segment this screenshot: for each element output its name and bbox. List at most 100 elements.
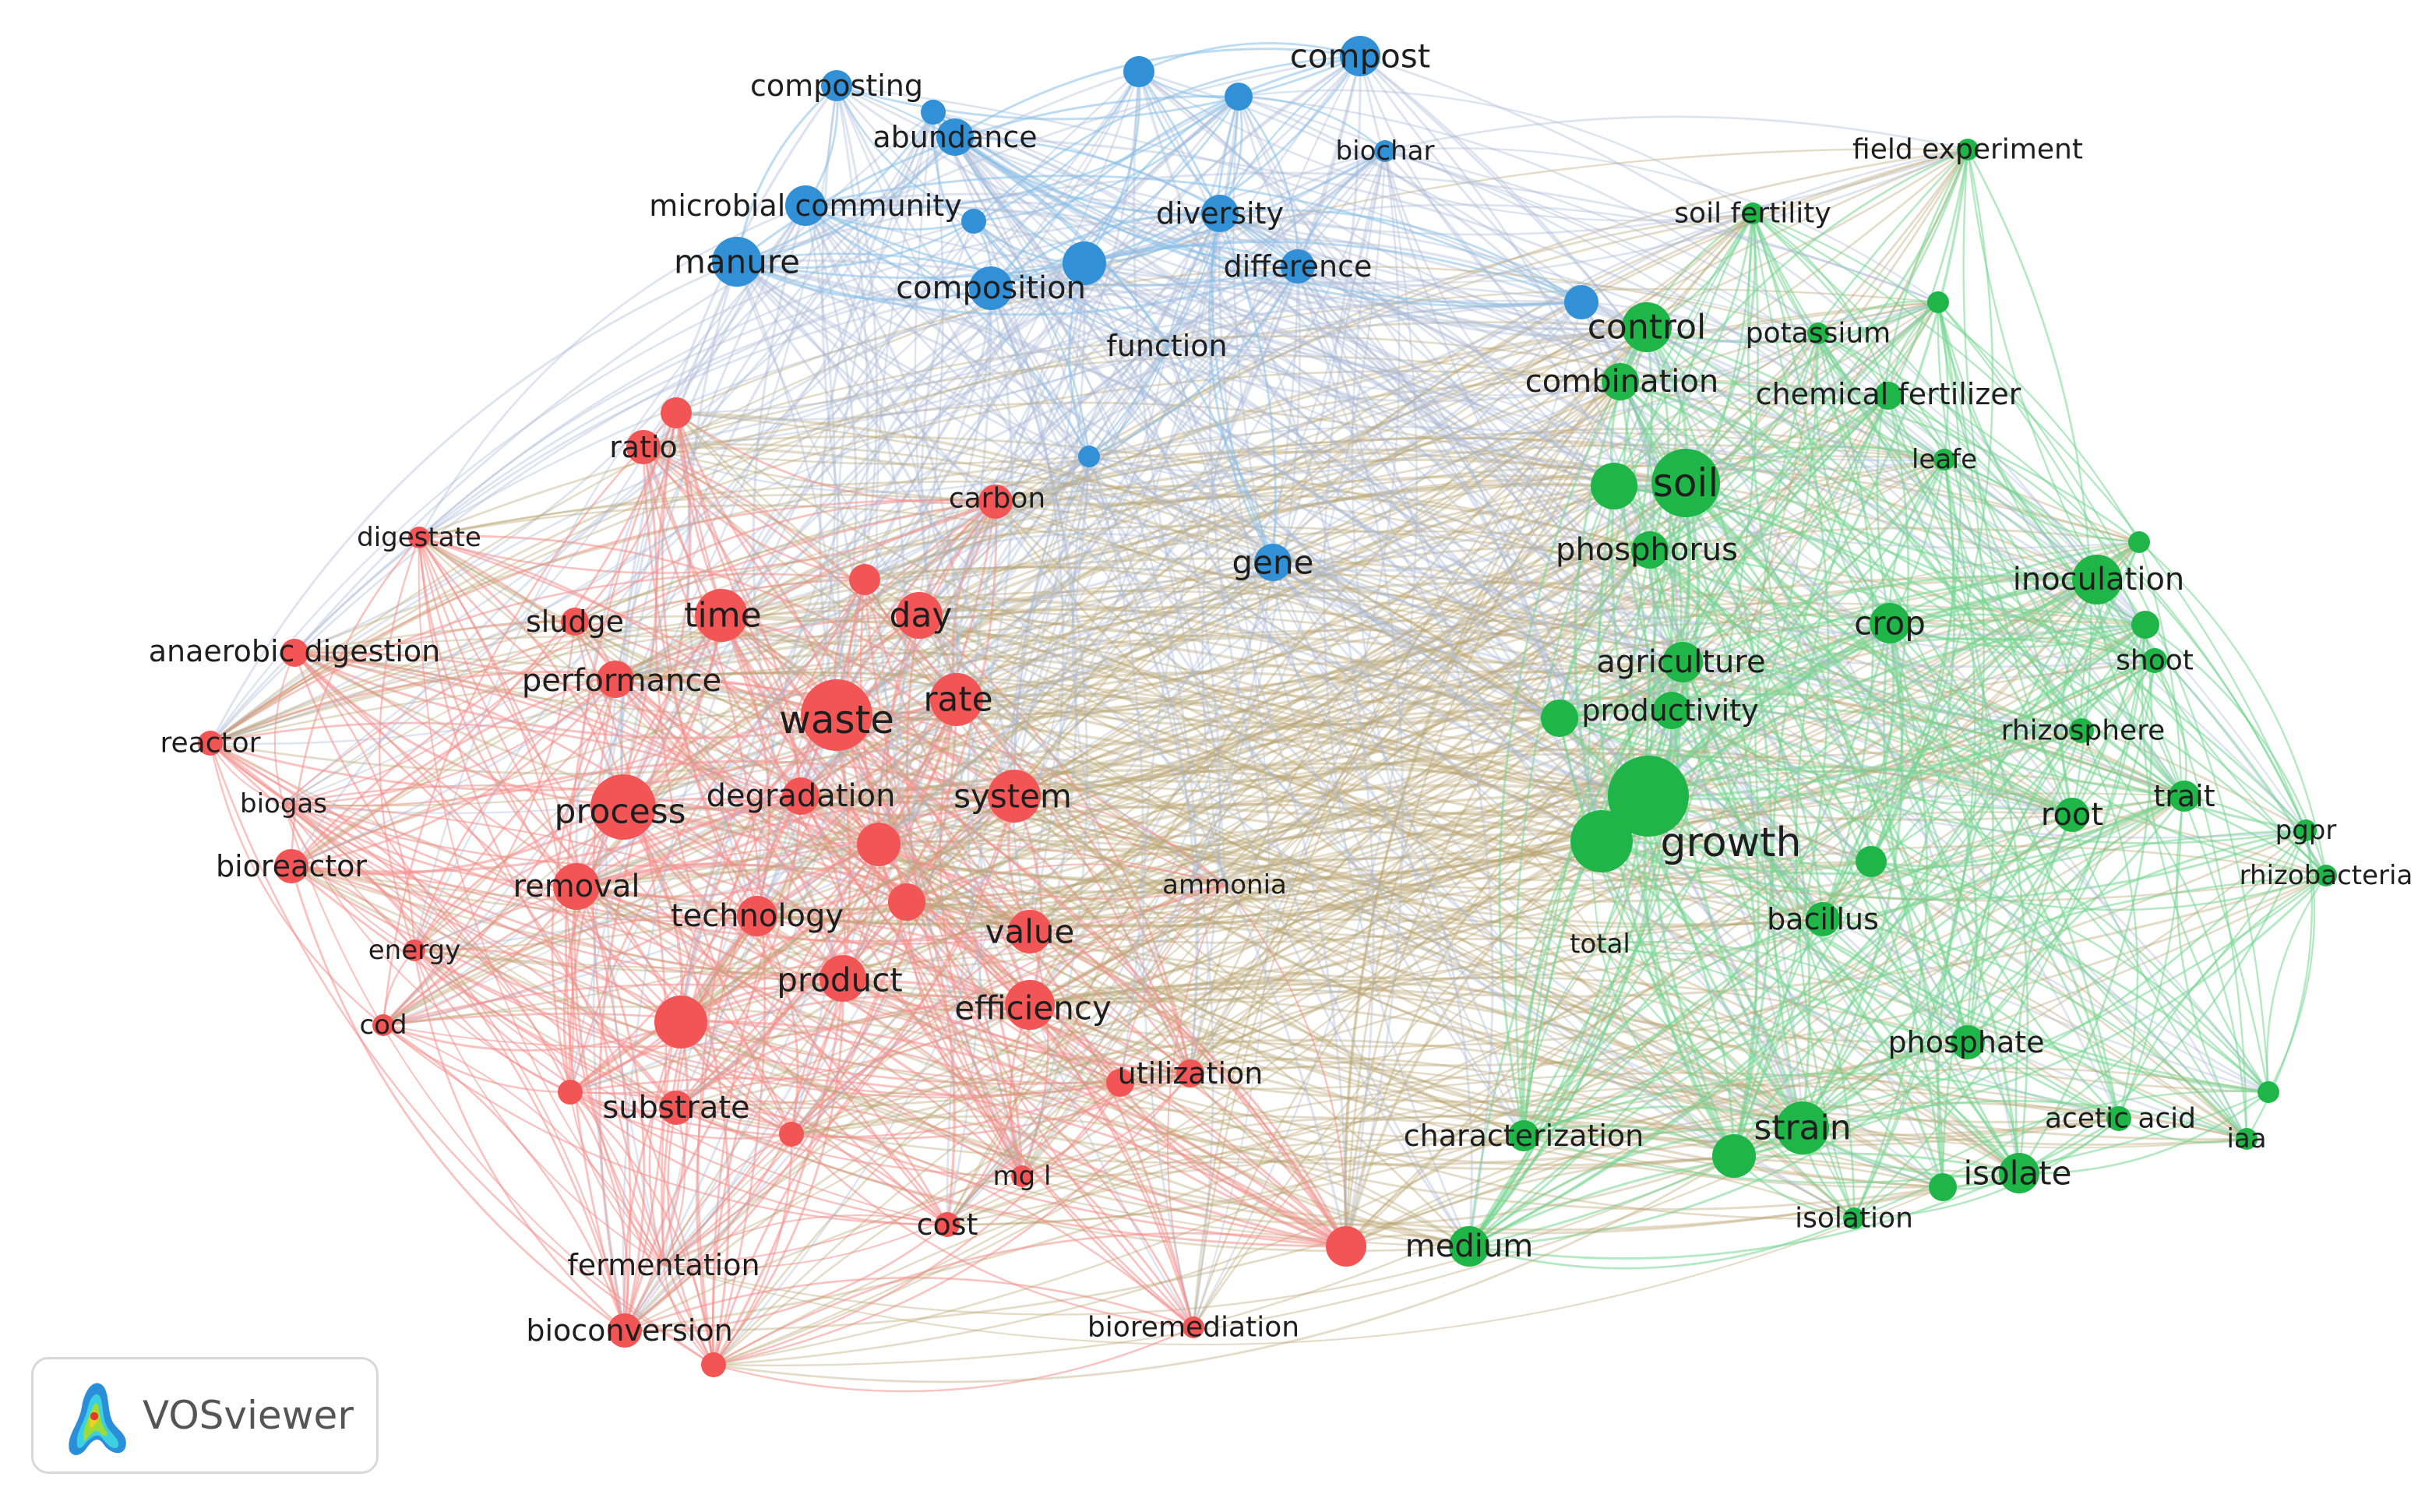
node-unlabeled[interactable] [1570,810,1633,872]
node-unlabeled[interactable] [654,996,707,1049]
node-soil-fertility[interactable] [1742,203,1764,224]
node-unlabeled[interactable] [1078,446,1100,467]
node-unlabeled[interactable] [2131,611,2159,639]
node-unlabeled[interactable] [1712,1134,1756,1178]
node-unlabeled[interactable] [779,1122,804,1147]
node-cost[interactable] [935,1212,960,1237]
node-compost[interactable] [1340,36,1380,76]
node-pgpr[interactable] [2295,819,2317,841]
node-manure[interactable] [712,237,762,287]
node-unlabeled[interactable] [1225,83,1253,111]
node-unlabeled[interactable] [1929,1173,1957,1201]
network-edge [932,111,1560,720]
node-bioconversion[interactable] [608,1313,642,1348]
node-potassium[interactable] [1807,322,1829,344]
node-agriculture[interactable] [1662,642,1703,682]
network-edge [1671,709,2270,1093]
node-day[interactable] [896,592,943,639]
node-cod[interactable] [372,1014,394,1036]
node-unlabeled[interactable] [1564,285,1598,319]
node-unlabeled[interactable] [1326,1226,1366,1267]
node-unlabeled[interactable] [857,823,901,866]
node-unlabeled[interactable] [1123,56,1154,87]
node-acetic-acid[interactable] [2106,1106,2131,1131]
node-unlabeled[interactable] [921,100,946,125]
node-medium[interactable] [1449,1226,1489,1267]
node-value[interactable] [1008,910,1052,953]
node-unlabeled[interactable] [1591,463,1637,509]
node-substrate[interactable] [659,1091,693,1125]
node-process[interactable] [590,774,656,840]
node-anaerobic-digestion[interactable] [280,639,308,667]
node-crop[interactable] [1870,603,1910,643]
node-mg-l[interactable] [1011,1165,1033,1187]
network-edge [799,95,1239,797]
node-leafe[interactable] [1933,449,1955,471]
network-edge [864,532,1274,581]
node-waste[interactable] [801,679,872,751]
node-reactor[interactable] [198,731,223,756]
node-product[interactable] [819,955,866,1002]
node-field-experiment[interactable] [1957,139,1979,160]
node-bioreactor[interactable] [274,849,308,883]
node-strain[interactable] [1776,1101,1829,1154]
node-unlabeled[interactable] [1106,1069,1134,1097]
node-unlabeled[interactable] [1063,241,1106,285]
node-root[interactable] [2055,798,2089,832]
node-digestate[interactable] [408,527,430,548]
node-unlabeled[interactable] [961,209,986,234]
node-phosphate[interactable] [1951,1025,1985,1059]
node-gene[interactable] [1254,544,1292,581]
node-rhizosphere[interactable] [2069,718,2094,743]
node-unlabeled[interactable] [661,397,692,428]
node-unlabeled[interactable] [1927,291,1949,313]
node-utilization[interactable] [1176,1059,1204,1087]
node-unlabeled[interactable] [1541,700,1578,737]
node-phosphorus[interactable] [1631,531,1669,569]
node-sludge[interactable] [561,608,589,636]
node-characterization[interactable] [1508,1120,1539,1151]
node-shoot[interactable] [2142,648,2167,673]
node-inoculation[interactable] [2072,555,2122,604]
node-unlabeled[interactable] [888,883,925,921]
node-technology[interactable] [737,896,777,936]
node-trait[interactable] [2169,781,2200,812]
node-performance[interactable] [597,661,634,698]
node-composting[interactable] [821,70,852,101]
node-degradation[interactable] [782,777,819,815]
node-unlabeled[interactable] [558,1080,583,1105]
node-removal[interactable] [553,863,600,910]
node-rhizobacteria[interactable] [2315,865,2337,886]
node-microbial-community[interactable] [785,185,826,226]
node-difference[interactable] [1281,249,1315,284]
node-rate[interactable] [930,673,983,726]
node-control[interactable] [1622,302,1672,352]
node-iaa[interactable] [2236,1128,2258,1150]
node-productivity[interactable] [1653,692,1690,729]
node-growth[interactable] [1608,756,1689,837]
node-ratio[interactable] [626,430,661,464]
node-efficiency[interactable] [1005,980,1055,1030]
node-carbon[interactable] [978,485,1013,519]
node-diversity[interactable] [1201,195,1239,232]
node-soil[interactable] [1651,449,1720,517]
node-unlabeled[interactable] [1856,846,1887,877]
node-system[interactable] [988,770,1041,823]
node-biochar[interactable] [1374,140,1396,162]
node-chemical-fertilizer[interactable] [1874,382,1902,410]
node-bacillus[interactable] [1806,902,1840,936]
network-edge [1600,840,1804,1129]
node-isolate[interactable] [1999,1153,2039,1193]
node-bioremediation[interactable] [1183,1316,1204,1338]
network-edge [1821,622,1895,920]
node-unlabeled[interactable] [849,564,880,595]
node-unlabeled[interactable] [701,1352,726,1377]
node-unlabeled[interactable] [2258,1081,2279,1103]
node-combination[interactable] [1602,363,1639,400]
node-composition[interactable] [969,266,1013,310]
node-unlabeled[interactable] [2128,531,2150,553]
node-time[interactable] [695,589,748,642]
node-isolation[interactable] [1843,1207,1865,1229]
node-energy[interactable] [404,939,425,961]
node-abundance[interactable] [936,118,974,156]
